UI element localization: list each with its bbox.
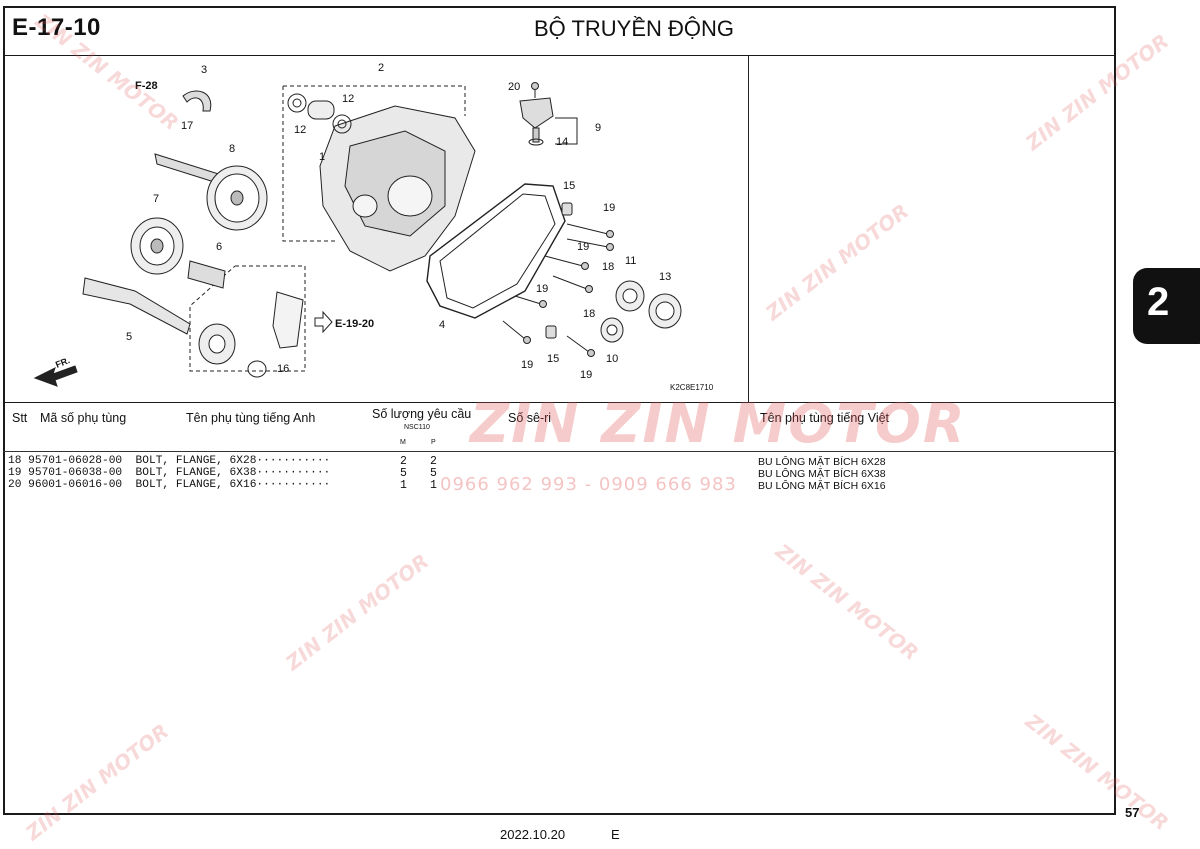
svg-text:8: 8 [229,143,235,155]
qty-p: 5 [430,467,437,480]
svg-text:17: 17 [181,120,193,132]
qty-m: 2 [400,455,407,468]
svg-text:13: 13 [659,271,671,283]
col-header-qty: Số lượng yêu cầu [372,407,472,421]
svg-text:19: 19 [580,369,592,381]
diagram-code: K2C8E1710 [670,383,714,392]
svg-text:5: 5 [126,331,132,343]
qty-p: 1 [430,479,437,492]
svg-text:15: 15 [547,353,559,365]
svg-text:19: 19 [536,283,548,295]
footer-date: 2022.10.20 [500,827,566,842]
table-row-18: 18 95701-06028-00 BOLT, FLANGE, 6X28····… [8,455,331,467]
table-row-19: 19 95701-06038-00 BOLT, FLANGE, 6X38····… [8,467,331,479]
chapter-tab: 2 [1133,268,1200,344]
qty-m: 1 [400,479,407,492]
col-header-qty-m: M [400,439,406,446]
qty-p: 2 [430,455,437,468]
header-divider [3,55,1116,56]
svg-text:16: 16 [277,363,289,375]
col-header-serial: Số sê-ri [508,411,552,425]
ref-e1920: E-19-20 [335,318,374,330]
table-row-20: 20 96001-06016-00 BOLT, FLANGE, 6X16····… [8,479,331,491]
col-header-name-vi: Tên phụ tùng tiếng Việt [760,411,890,425]
col-header-stt: Stt [12,411,28,425]
diagram-divider [748,56,749,402]
svg-text:3: 3 [201,64,207,76]
svg-text:1: 1 [319,151,325,163]
svg-text:12: 12 [342,93,354,105]
svg-text:20: 20 [508,81,520,93]
svg-text:10: 10 [606,353,618,365]
svg-text:6: 6 [216,241,222,253]
page-frame [3,6,1116,815]
svg-text:11: 11 [625,255,636,267]
col-header-part-no: Mã số phụ tùng [40,411,127,425]
svg-text:12: 12 [294,124,306,136]
svg-text:15: 15 [563,180,575,192]
svg-text:19: 19 [521,359,533,371]
col-header-qty-model: NSC110 [404,424,430,431]
name-vi: BU LÔNG MẶT BÍCH 6X38 [758,468,886,480]
page-title: BỘ TRUYỀN ĐỘNG [533,16,735,41]
svg-text:18: 18 [602,261,614,273]
svg-text:9: 9 [595,122,601,134]
svg-text:19: 19 [603,202,615,214]
table-header-divider [3,451,1116,452]
page-number: 57 [1125,805,1140,820]
diagram-table-divider [3,402,1116,403]
name-vi: BU LÔNG MẶT BÍCH 6X16 [758,480,886,492]
front-label: FR. [54,355,71,370]
name-vi: BU LÔNG MẶT BÍCH 6X28 [758,456,886,468]
footer-edition: E [611,827,620,842]
qty-m: 5 [400,467,407,480]
svg-text:2: 2 [378,62,384,74]
col-header-qty-p: P [431,439,436,446]
svg-text:7: 7 [153,193,159,205]
page-code: E-17-10 [12,14,101,41]
svg-text:19: 19 [577,241,589,253]
svg-text:18: 18 [583,308,595,320]
ref-f28: F-28 [135,80,158,92]
svg-text:14: 14 [556,136,568,148]
col-header-name-en: Tên phụ tùng tiếng Anh [186,411,316,425]
svg-text:4: 4 [439,319,445,331]
